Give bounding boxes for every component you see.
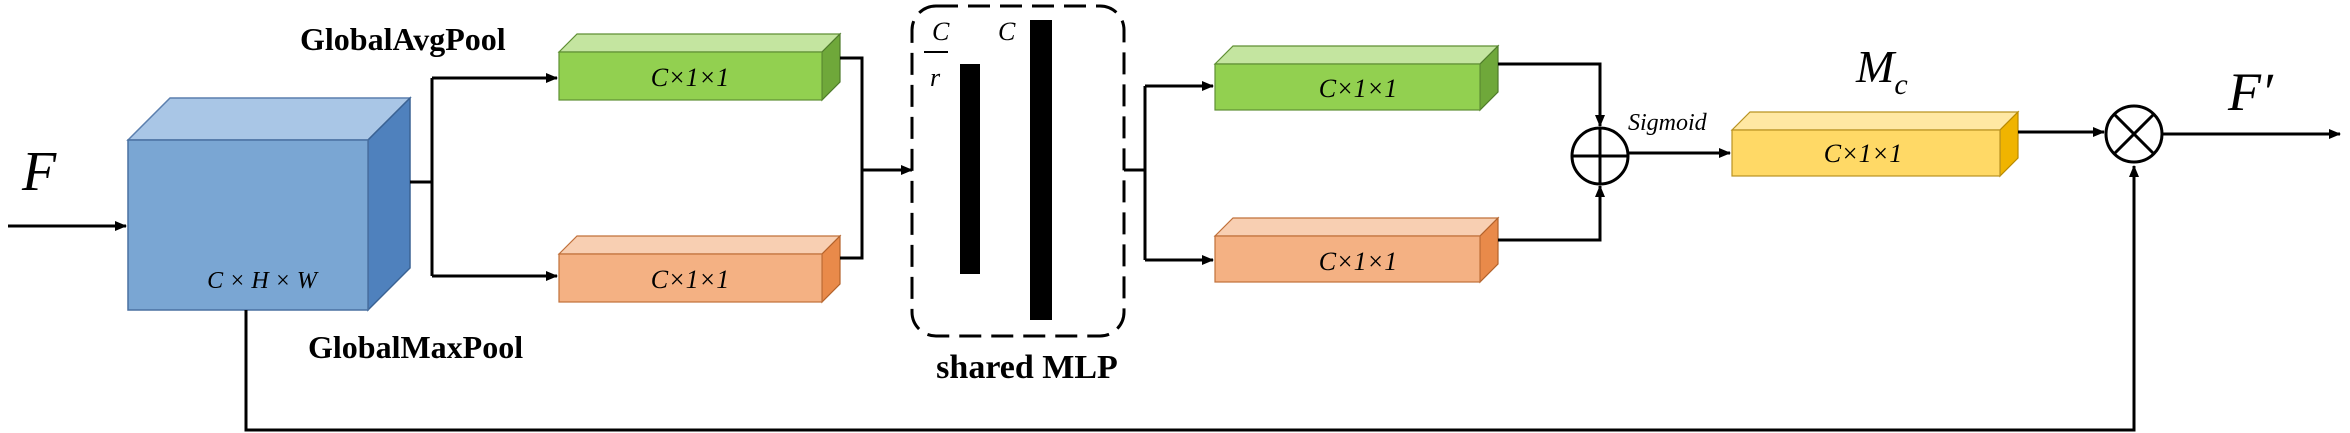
input-cube-top: [126, 97, 412, 141]
mlp-avg-out-label: C×1×1: [1319, 74, 1397, 103]
mlp-output-layer: [1030, 20, 1052, 320]
shared-mlp-dashed-box: [910, 4, 1126, 338]
mlp-max-out-bar: C×1×1: [1213, 216, 1500, 284]
mlp-output-size-label: C: [998, 17, 1016, 46]
multiply-node-icon: [2104, 104, 2164, 164]
mlp-hidden-denominator: r: [930, 63, 941, 92]
maxpool-bar-front: [558, 253, 823, 303]
avgpool-label: GlobalAvgPool: [300, 21, 506, 57]
mlp-avg-out-bar-front: [1214, 63, 1481, 111]
mlp-avg-out-bar-top: [1213, 45, 1500, 65]
mlp-max-out-bar-front: [1214, 235, 1481, 283]
shared-mlp-label: shared MLP: [936, 349, 1118, 386]
avgpool-feature-label: C×1×1: [651, 63, 729, 92]
attention-symbol-main: M: [1855, 41, 1897, 92]
mlp-hidden-layer: [960, 64, 980, 274]
mlp-hidden-numerator: C: [932, 17, 950, 46]
avgpool-bar-front: [558, 51, 823, 101]
attention-symbol-subscript: c: [1894, 68, 1907, 101]
avgpool-bar-top: [557, 33, 842, 53]
mlp-max-out-label: C×1×1: [1319, 247, 1397, 276]
attention-bar-top: [1730, 111, 2020, 131]
sum-node-icon: [1570, 126, 1630, 186]
attention-symbol: Mc: [1855, 41, 1908, 101]
mlp-max-out-bar-top: [1213, 217, 1500, 237]
attention-bar-front: [1731, 129, 2001, 177]
sigmoid-label: Sigmoid: [1628, 110, 1708, 136]
attention-feature-label: C×1×1: [1824, 139, 1902, 168]
input-label: F: [21, 141, 57, 203]
maxpool-label: GlobalMaxPool: [308, 329, 523, 365]
input-feature-cube: C × H × W: [126, 96, 412, 312]
maxpool-bar-top: [557, 235, 842, 255]
maxpool-feature-bar: C×1×1: [557, 234, 842, 304]
input-volume-label: C × H × W: [207, 268, 319, 294]
mlp-avg-out-bar: C×1×1: [1213, 44, 1500, 112]
max-to-sum-arrow: [1498, 185, 1605, 242]
maxpool-feature-label: C×1×1: [651, 265, 729, 294]
skip-connection-arrow: [244, 165, 2139, 432]
pool-merge-line: [840, 56, 864, 260]
shared-mlp-block: C r C shared MLP: [910, 4, 1126, 386]
attention-feature-bar: C×1×1: [1730, 110, 2020, 178]
avgpool-feature-bar: C×1×1: [557, 32, 842, 102]
avg-to-sum-arrow: [1498, 62, 1605, 127]
input-cube-front: [127, 139, 369, 311]
output-label: F′: [2227, 62, 2274, 122]
